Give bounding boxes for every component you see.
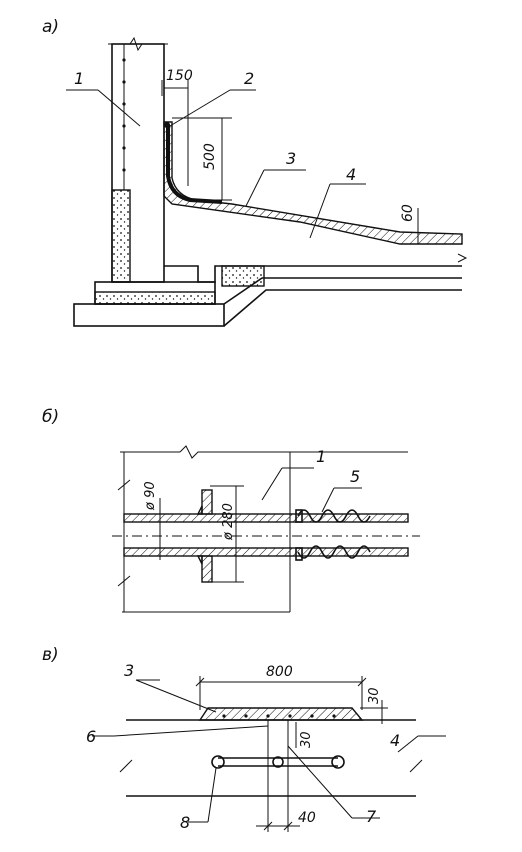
dim-30-gap: 30 (295, 722, 314, 748)
strip-dots (222, 714, 336, 718)
dim-500: 500 (172, 117, 232, 201)
svg-text:4: 4 (346, 165, 356, 184)
svg-text:2: 2 (244, 69, 254, 88)
svg-text:1: 1 (316, 447, 326, 466)
callout-c6: 6 (86, 725, 269, 746)
callout-a1: 1 (66, 69, 141, 127)
dim-800: 800 (195, 664, 367, 710)
callout-c3: 3 (124, 661, 217, 713)
joint (211, 720, 345, 832)
callout-b5: 5 (321, 467, 362, 513)
view-a-label: а) (42, 17, 59, 37)
wall-outline (117, 445, 408, 613)
callout-a4: 4 (309, 165, 366, 239)
foundation (73, 265, 262, 327)
rebar-dots (122, 58, 126, 172)
dim-150: 150 (161, 68, 193, 186)
svg-text:3: 3 (286, 149, 296, 168)
svg-text:ø 90: ø 90 (143, 481, 158, 511)
ground-slab (221, 253, 468, 327)
svg-text:40: 40 (298, 810, 316, 826)
view-c-label: в) (42, 645, 59, 665)
svg-text:7: 7 (366, 807, 377, 826)
dim-150-label: 150 (166, 68, 193, 84)
view-c: в) 800 30 (42, 645, 446, 832)
svg-text:30: 30 (367, 687, 382, 704)
callout-c7: 7 (287, 745, 380, 826)
svg-text:5: 5 (350, 467, 360, 486)
svg-text:3: 3 (124, 661, 134, 680)
bellows-compensator (295, 509, 371, 561)
svg-text:ø 280: ø 280 (221, 503, 236, 541)
dim-40: 40 (256, 810, 316, 831)
pipe (112, 513, 420, 557)
callout-c4: 4 (390, 731, 446, 753)
view-b: б) (42, 407, 420, 613)
callout-a2: 2 (169, 69, 256, 127)
flange (196, 489, 213, 583)
wall-column (108, 36, 168, 283)
svg-text:1: 1 (74, 69, 84, 88)
callout-b1: 1 (261, 447, 326, 501)
svg-text:8: 8 (180, 813, 190, 832)
svg-text:6: 6 (86, 727, 96, 746)
svg-text:4: 4 (390, 731, 400, 750)
svg-text:800: 800 (266, 664, 293, 680)
waterproof-strip (166, 124, 223, 204)
dim-60: 60 (400, 204, 419, 244)
sloped-fillet (163, 121, 463, 245)
view-a: а) (42, 17, 468, 327)
dim-d280: ø 280 (210, 485, 244, 583)
dim-60-label: 60 (400, 204, 416, 222)
dim-30-top: 30 (360, 687, 388, 724)
view-b-label: б) (42, 407, 59, 427)
callout-c8: 8 (180, 767, 217, 832)
cover-strip (198, 707, 364, 721)
dim-d90: ø 90 (143, 481, 161, 560)
callout-a3: 3 (245, 149, 306, 207)
svg-text:30: 30 (299, 731, 314, 748)
dim-500-label: 500 (202, 143, 218, 170)
